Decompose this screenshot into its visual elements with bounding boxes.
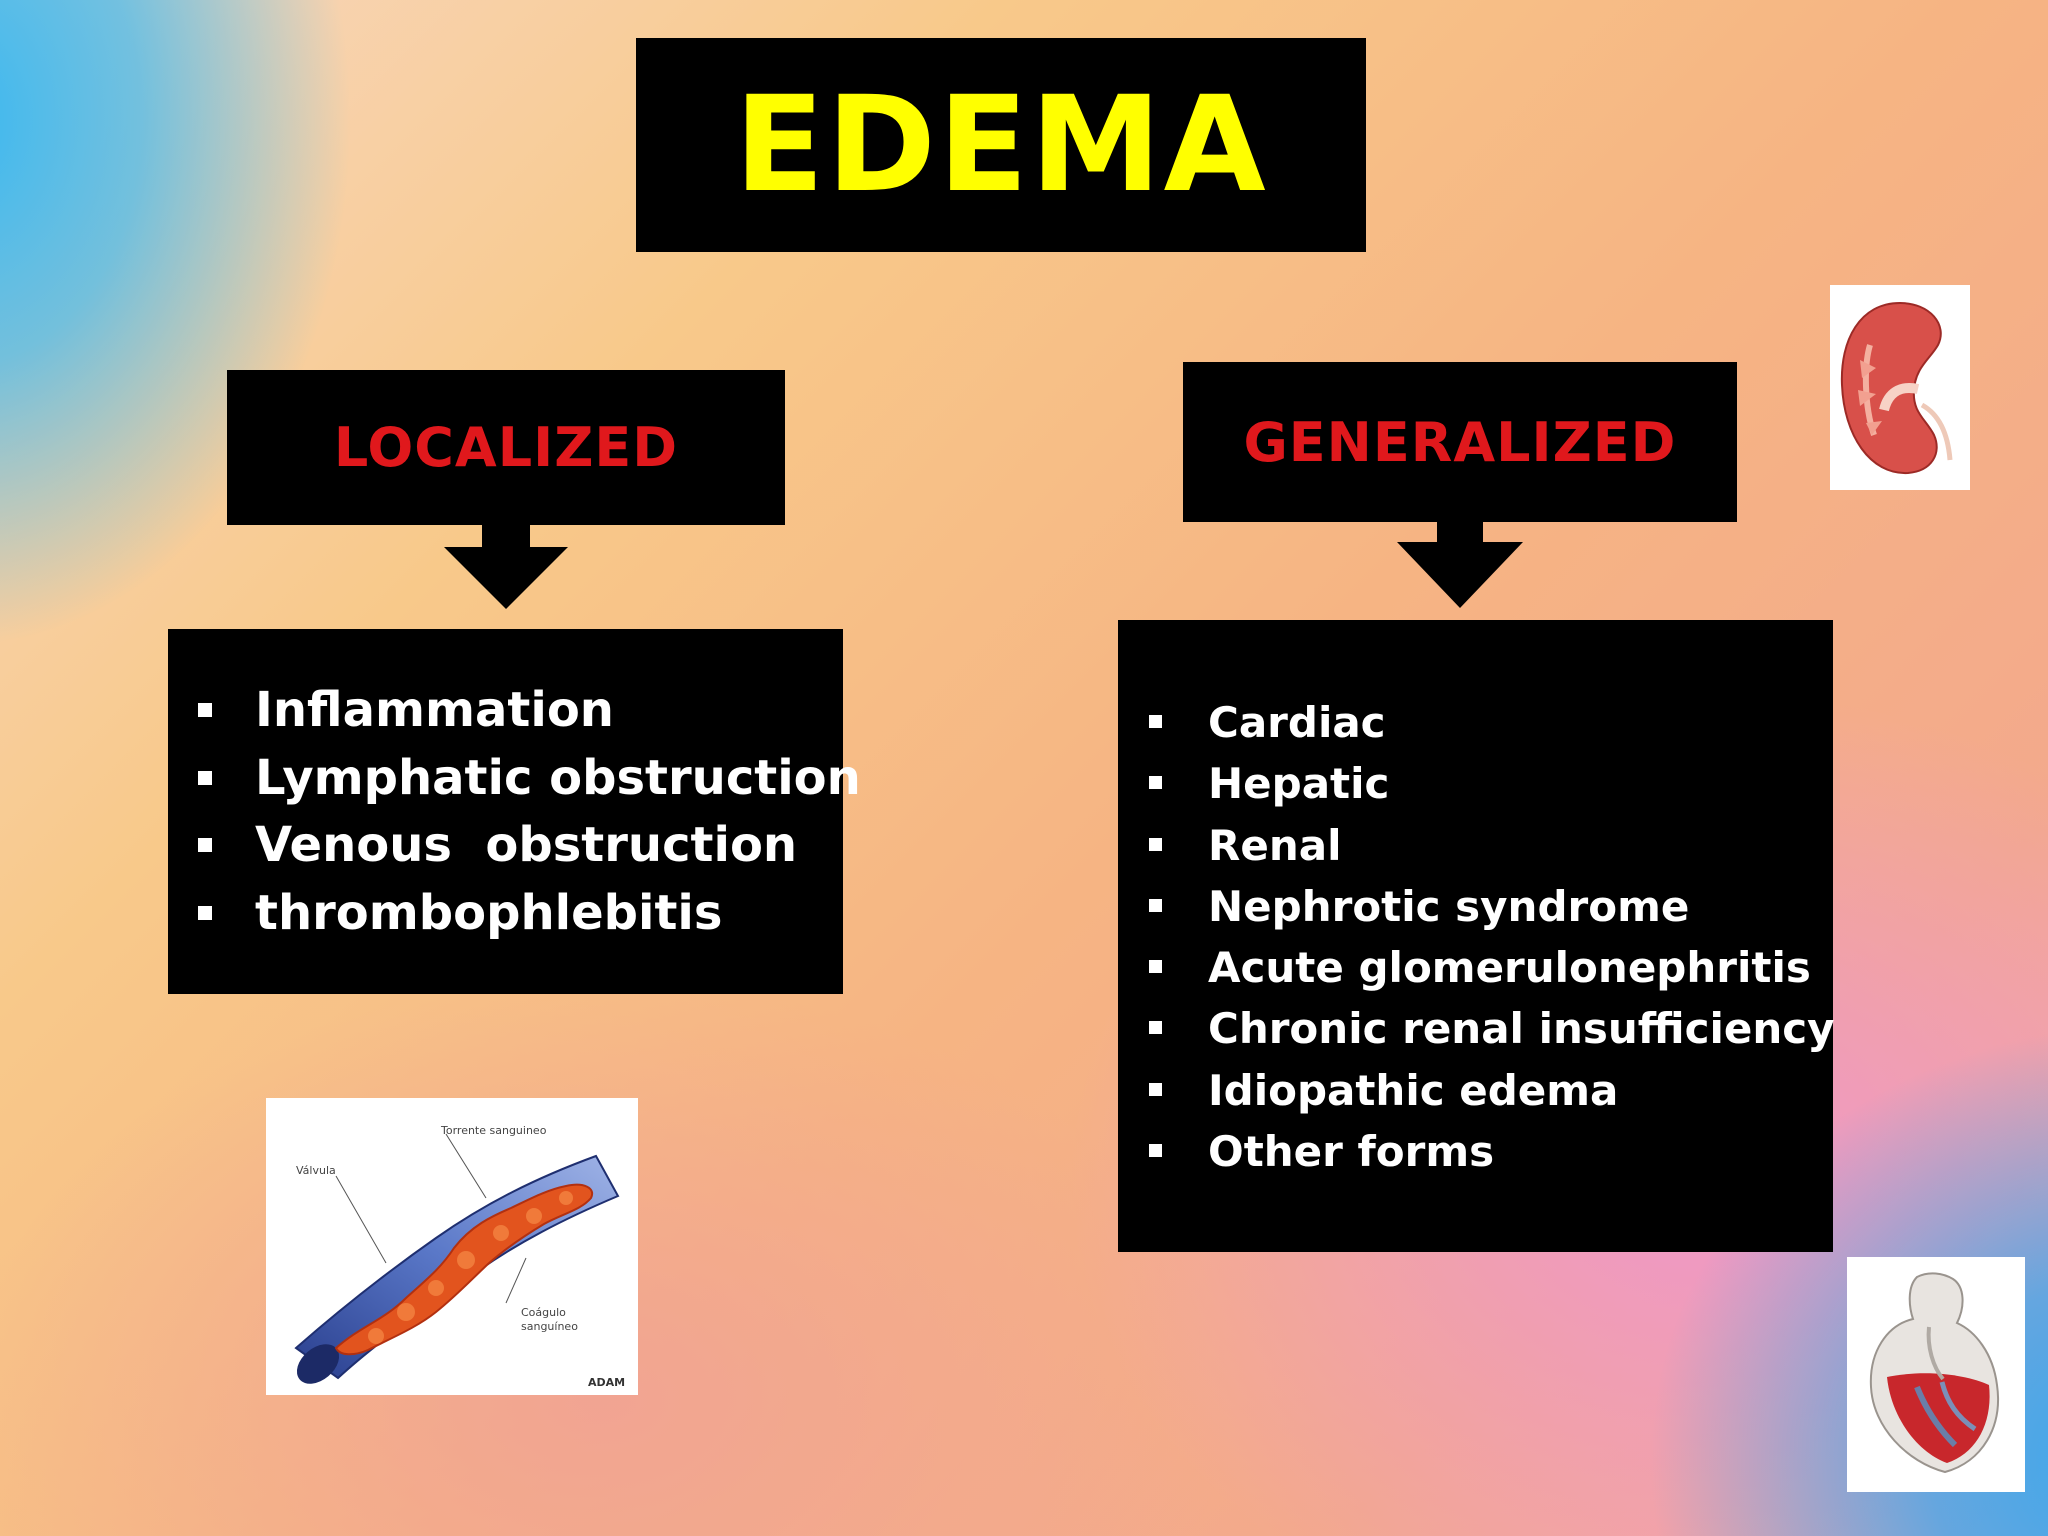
kidney-illustration bbox=[1830, 285, 1970, 490]
svg-text:Coágulo: Coágulo bbox=[521, 1306, 566, 1319]
svg-text:Válvula: Válvula bbox=[296, 1164, 336, 1177]
bullet-icon bbox=[198, 703, 212, 717]
bullet-icon bbox=[1149, 1021, 1162, 1035]
list-item: Hepatic bbox=[1118, 753, 1833, 814]
kidney-icon bbox=[1840, 301, 1953, 475]
generalized-heading: GENERALIZED bbox=[1243, 410, 1677, 474]
localized-list-box: Inflammation Lymphatic obstruction Venou… bbox=[168, 629, 861, 994]
list-item: Nephrotic syndrome bbox=[1118, 876, 1833, 937]
bullet-icon bbox=[1149, 898, 1162, 912]
title-box: EDEMA bbox=[636, 38, 1366, 252]
vein-clot-icon: Torrente sanguineo Válvula Coágulo sangu… bbox=[294, 1124, 625, 1389]
list-item: Acute glomerulonephritis bbox=[1118, 937, 1833, 998]
list-item: Idiopathic edema bbox=[1118, 1060, 1833, 1121]
svg-text:sanguíneo: sanguíneo bbox=[521, 1320, 578, 1333]
bullet-icon bbox=[198, 905, 212, 920]
bullet-icon bbox=[1149, 1082, 1162, 1096]
bullet-icon bbox=[1149, 715, 1162, 728]
generalized-list-box: Cardiac Hepatic Renal Nephrotic syndrome… bbox=[1118, 620, 1835, 1252]
list-item: Other forms bbox=[1118, 1121, 1833, 1182]
list-item: thrombophlebitis bbox=[168, 880, 843, 948]
list-item: Venous obstruction bbox=[168, 812, 843, 880]
bullet-icon bbox=[198, 770, 212, 785]
bullet-icon bbox=[1149, 776, 1162, 790]
list-item: Cardiac bbox=[1118, 692, 1833, 753]
generalized-heading-box: GENERALIZED bbox=[1183, 362, 1737, 522]
generalized-arrow-icon bbox=[1397, 522, 1523, 608]
heart-illustration bbox=[1847, 1257, 2025, 1492]
localized-heading-box: LOCALIZED bbox=[227, 370, 785, 525]
svg-text:Torrente sanguineo: Torrente sanguineo bbox=[440, 1124, 547, 1137]
vein-clot-illustration: Torrente sanguineo Válvula Coágulo sangu… bbox=[266, 1098, 638, 1395]
localized-arrow-icon bbox=[444, 525, 568, 609]
list-item: Lymphatic obstruction bbox=[168, 745, 861, 813]
list-item: Renal bbox=[1118, 815, 1833, 876]
page-title: EDEMA bbox=[734, 68, 1268, 222]
bullet-icon bbox=[1149, 1144, 1162, 1158]
list-item: Inflammation bbox=[168, 677, 843, 745]
bullet-icon bbox=[198, 838, 212, 852]
heart-icon bbox=[1869, 1272, 1999, 1474]
svg-text:ADAM: ADAM bbox=[588, 1376, 625, 1389]
localized-heading: LOCALIZED bbox=[333, 416, 679, 479]
bullet-icon bbox=[1149, 960, 1162, 974]
bullet-icon bbox=[1149, 837, 1162, 851]
list-item: Chronic renal insufficiency bbox=[1118, 998, 1835, 1059]
